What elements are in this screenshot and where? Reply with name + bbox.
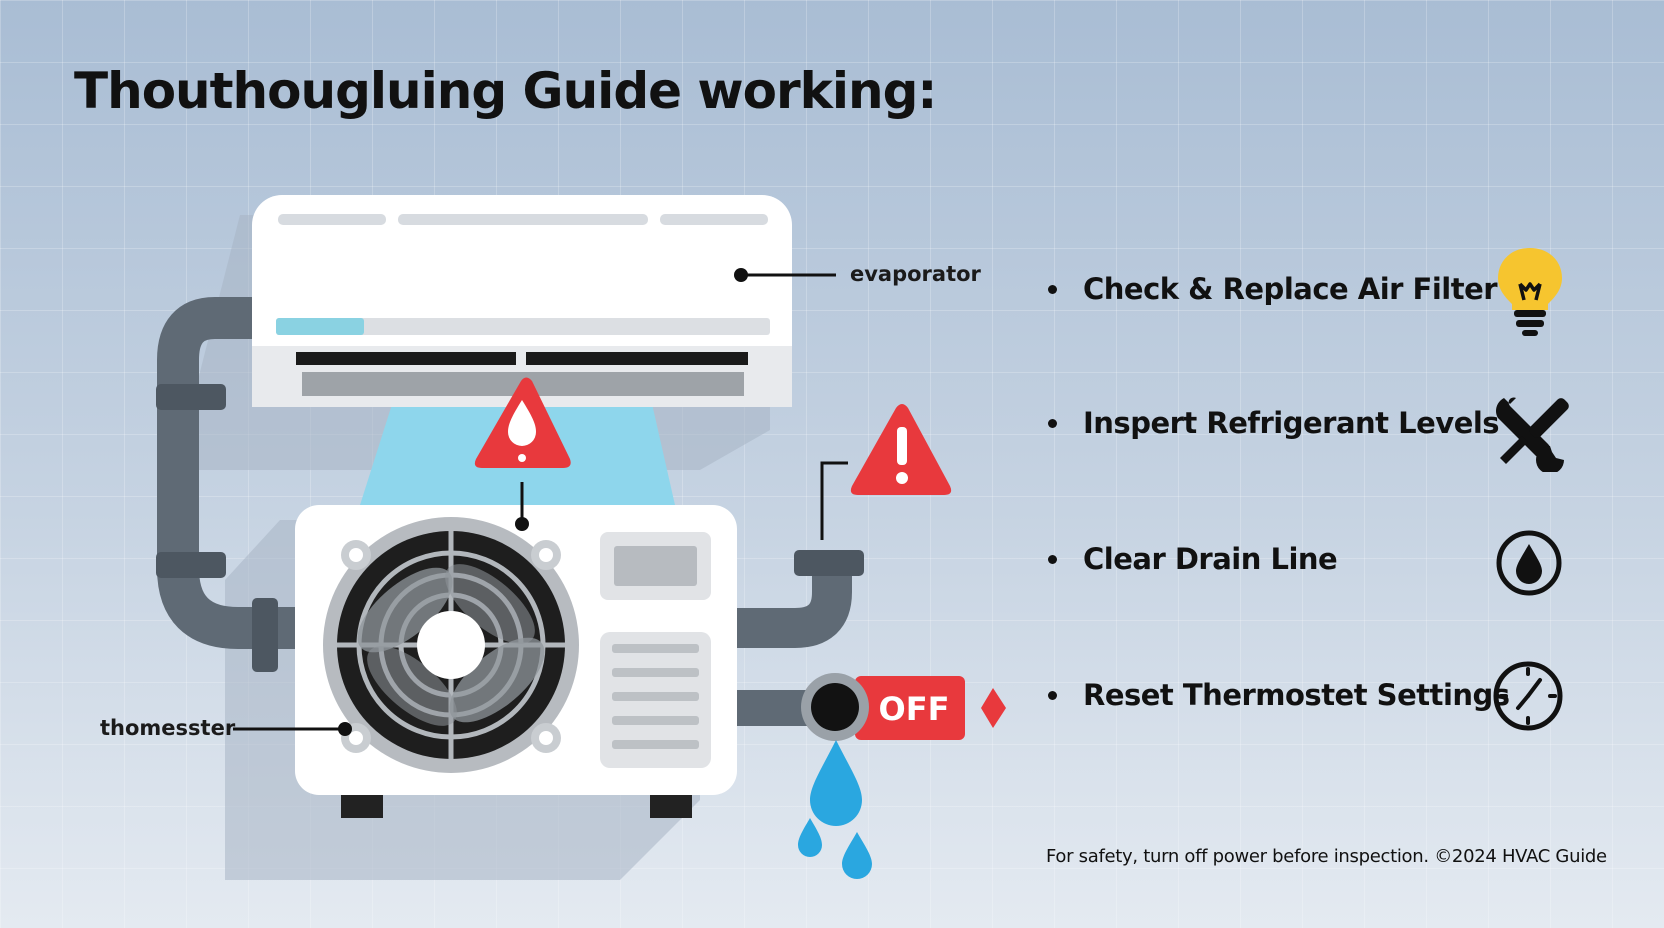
- evaporator-label: evaporator: [850, 262, 981, 286]
- callout-dot: [515, 517, 529, 531]
- spark-icon: [981, 688, 1006, 728]
- checklist-item-label: Reset Thermostet Settings: [1083, 678, 1510, 712]
- indoor-unit-evaporator: [252, 195, 792, 407]
- lightbulb-icon: [1498, 248, 1562, 336]
- pipe-clamp: [156, 552, 226, 578]
- bullet: [1048, 554, 1057, 564]
- footer-note: For safety, turn off power before inspec…: [1046, 846, 1607, 867]
- off-switch-label: OFF: [879, 690, 950, 728]
- off-switch[interactable]: OFF: [801, 673, 965, 741]
- pipe-clamp: [252, 598, 278, 672]
- callout-line: [820, 461, 848, 540]
- clock-icon: [1493, 661, 1563, 731]
- water-drop-icon: [1496, 530, 1562, 596]
- wrench-screwdriver-icon: [1496, 397, 1569, 472]
- page-title: Thouthougluing Guide working:: [74, 62, 937, 120]
- outdoor-unit-condenser: [295, 505, 737, 818]
- checklist-item-label: Check & Replace Air Filter: [1083, 272, 1498, 306]
- checklist-item-drain-line: Clear Drain Line: [1048, 542, 1568, 576]
- bullet: [1048, 284, 1057, 294]
- checklist-item-air-filter: Check & Replace Air Filter: [1048, 272, 1568, 306]
- thermostat-label: thomesster: [100, 716, 236, 740]
- right-refrigerant-pipe: [735, 562, 852, 648]
- checklist-item-label: Clear Drain Line: [1083, 542, 1338, 576]
- pipe-clamp: [794, 550, 864, 576]
- warning-exclamation-icon: [850, 404, 952, 495]
- warning-droplet-icon: [474, 377, 571, 468]
- checklist-item-refrigerant: Inspert Refrigerant Levels: [1048, 406, 1568, 440]
- bullet: [1048, 418, 1057, 428]
- bullet: [1048, 690, 1057, 700]
- checklist-item-label: Inspert Refrigerant Levels: [1083, 406, 1500, 440]
- pipe-clamp: [156, 384, 226, 410]
- water-leak-icon: [798, 740, 872, 879]
- checklist-item-thermostat: Reset Thermostet Settings: [1048, 678, 1568, 712]
